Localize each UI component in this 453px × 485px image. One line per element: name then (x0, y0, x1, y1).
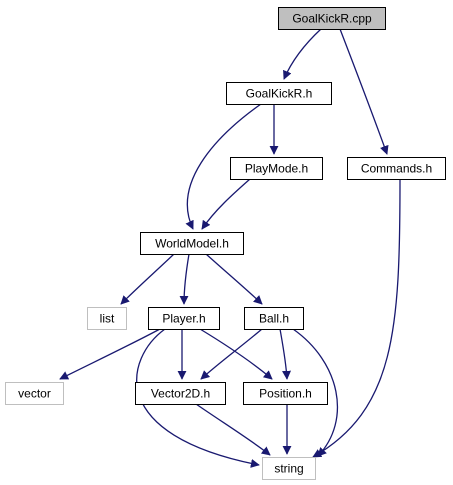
node-list: list (87, 307, 127, 330)
node-label: WorldModel.h (155, 237, 229, 251)
node-goalkickr-cpp[interactable]: GoalKickR.cpp (278, 7, 386, 30)
edge-playmode-h-to-worldmodel-h (201, 178, 251, 230)
node-box (226, 82, 332, 105)
node-worldmodel-h[interactable]: WorldModel.h (140, 232, 244, 255)
node-box (87, 307, 127, 330)
node-label: string (274, 462, 303, 476)
node-label: vector (18, 387, 51, 401)
node-box (140, 232, 244, 255)
node-commands-h[interactable]: Commands.h (347, 157, 446, 180)
node-box (347, 157, 446, 180)
node-box (278, 7, 386, 30)
edge-player-h-to-vector (59, 328, 161, 380)
node-player-h[interactable]: Player.h (148, 307, 220, 330)
node-ball-h[interactable]: Ball.h (244, 307, 304, 330)
node-box (244, 307, 304, 330)
node-box (230, 157, 323, 180)
edge-goalkickr-cpp-to-commands-h (339, 28, 389, 155)
node-label: GoalKickR.h (246, 87, 313, 101)
node-goalkickr-h[interactable]: GoalKickR.h (226, 82, 332, 105)
node-string: string (262, 457, 316, 480)
node-box (135, 382, 226, 405)
edge-worldmodel-h-to-list (120, 253, 175, 305)
node-label: PlayMode.h (245, 162, 308, 176)
node-label: GoalKickR.cpp (292, 12, 372, 26)
edges (59, 28, 401, 468)
edge-ball-h-to-string (292, 328, 339, 457)
edge-worldmodel-h-to-player-h (179, 253, 190, 305)
node-box (5, 382, 64, 405)
node-label: Position.h (259, 387, 312, 401)
node-box (262, 457, 316, 480)
edge-ball-h-to-vector2d-h (200, 328, 263, 380)
node-playmode-h[interactable]: PlayMode.h (230, 157, 323, 180)
node-vector2d-h[interactable]: Vector2D.h (135, 382, 226, 405)
node-box (148, 307, 220, 330)
edge-worldmodel-h-to-ball-h (205, 253, 263, 305)
node-vector: vector (5, 382, 64, 405)
edge-goalkickr-h-to-worldmodel-h (185, 103, 262, 230)
edge-player-h-to-position-h (199, 328, 273, 380)
node-position-h[interactable]: Position.h (243, 382, 328, 405)
edge-ball-h-to-position-h (279, 328, 292, 380)
node-label: Commands.h (361, 162, 432, 176)
node-label: list (100, 312, 115, 326)
node-label: Ball.h (259, 312, 289, 326)
edge-vector2d-h-to-string (195, 403, 271, 456)
node-label: Vector2D.h (151, 387, 210, 401)
node-box (243, 382, 328, 405)
edge-goalkickr-cpp-to-goalkickr-h (283, 28, 322, 80)
edge-commands-h-to-string (312, 178, 401, 458)
node-label: Player.h (162, 312, 205, 326)
